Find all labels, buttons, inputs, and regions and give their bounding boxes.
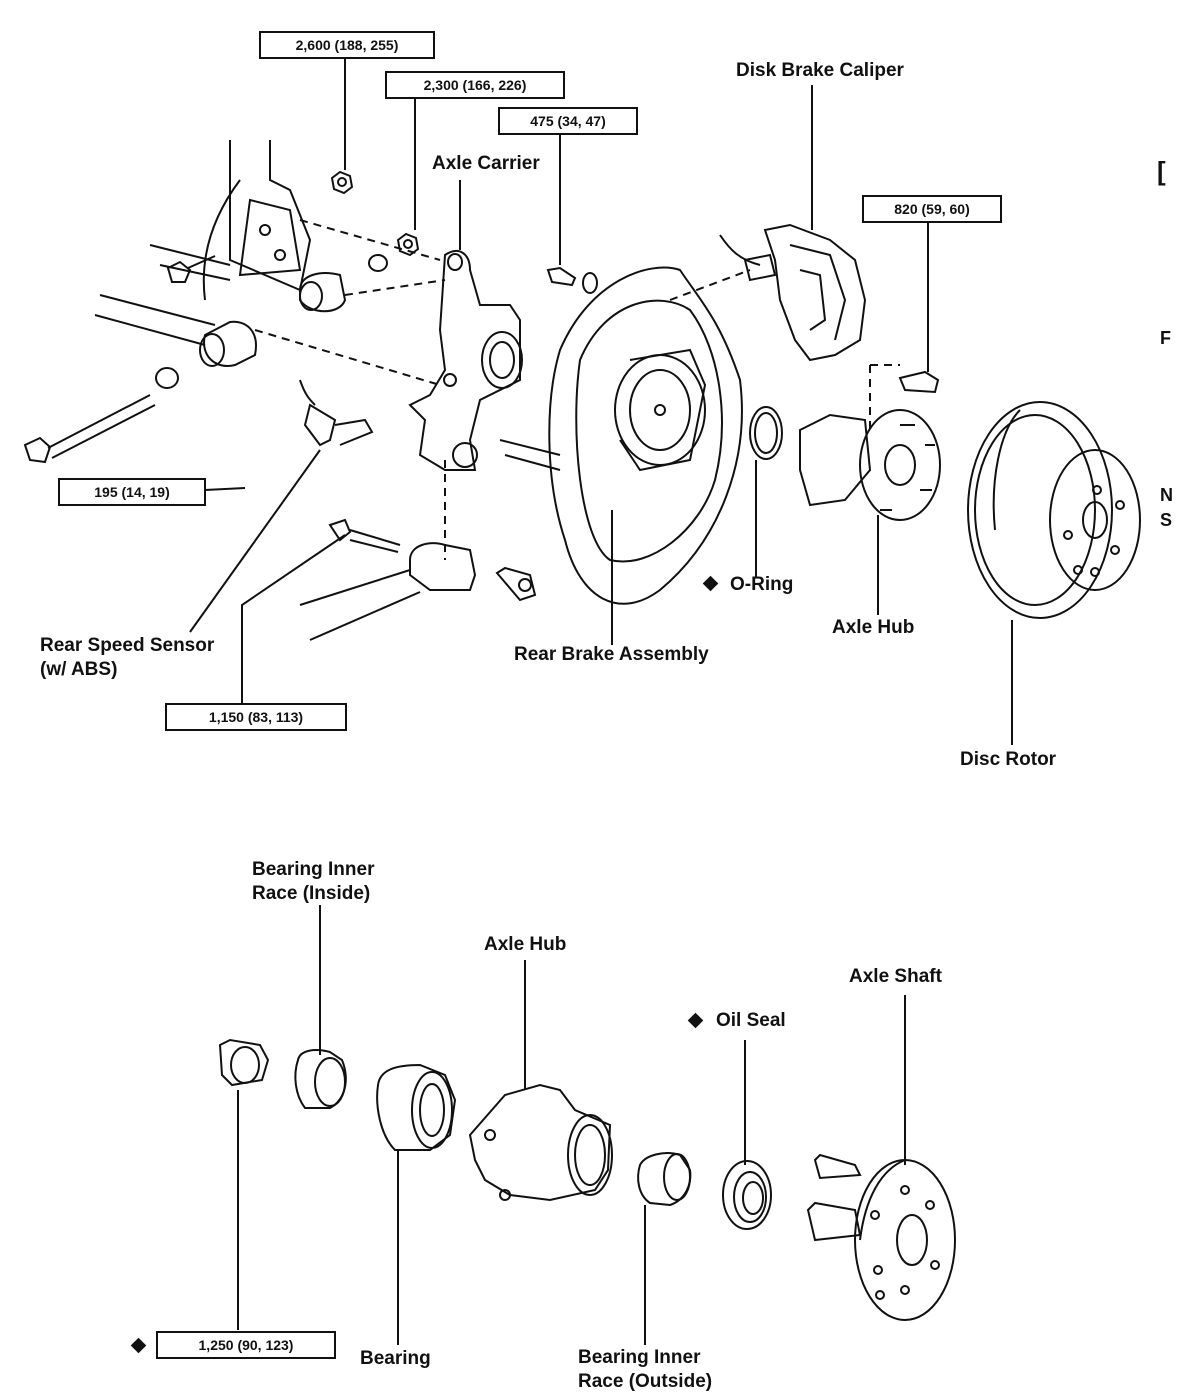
torque-1150: 1,150 (83, 113) [165, 703, 347, 731]
frame-bracket [149, 140, 312, 301]
bolt-475 [546, 266, 598, 294]
label-rear-speed-sensor: Rear Speed Sensor (w/ ABS) [40, 635, 215, 680]
label-o-ring: O-Ring [730, 574, 794, 595]
label-disc-rotor: Disc Rotor [960, 749, 1057, 770]
bearing-inner-race-inside-part [294, 1049, 347, 1109]
label-bearing-inner-race-inside: Bearing Inner Race (Inside) [252, 859, 375, 904]
axle-carrier [408, 250, 523, 471]
o-ring [749, 406, 783, 460]
label-bearing-inner-race-outside: Bearing Inner Race (Outside) [578, 1347, 713, 1392]
torque-2300: 2,300 (166, 226) [385, 71, 565, 99]
bearing-part [376, 1063, 457, 1151]
rear-arm [94, 272, 347, 367]
disk-brake-caliper [719, 223, 867, 362]
torque-475: 475 (34, 47) [498, 107, 638, 135]
label-rear-brake-assembly: Rear Brake Assembly [514, 644, 709, 665]
edge-glyph: N [1160, 485, 1173, 505]
label-axle-hub-upper: Axle Hub [832, 617, 915, 638]
alignment-lines [254, 219, 900, 560]
axle-shaft-part [806, 1153, 956, 1321]
label-axle-carrier: Axle Carrier [432, 153, 540, 174]
oil-seal-part [722, 1160, 772, 1230]
axle-hub-lower-part [468, 1083, 613, 1202]
label-axle-shaft: Axle Shaft [849, 966, 942, 987]
bearing-inner-race-outside-part [637, 1152, 692, 1207]
edge-glyph: S [1160, 510, 1173, 530]
torque-2600: 2,600 (188, 255) [259, 31, 435, 59]
small-bolt-195 [166, 255, 216, 283]
torque-1250: 1,250 (90, 123) [156, 1331, 336, 1359]
rear-brake-assembly [499, 266, 743, 605]
lower-nut [218, 1038, 270, 1087]
label-oil-seal: Oil Seal [716, 1010, 786, 1031]
label-axle-hub-lower: Axle Hub [484, 934, 567, 955]
disc-rotor [967, 401, 1141, 619]
label-disk-brake-caliper: Disk Brake Caliper [736, 60, 904, 81]
speed-sensor [299, 379, 374, 447]
torque-195: 195 (14, 19) [58, 478, 206, 506]
edge-glyph: [ [1157, 156, 1166, 186]
long-bolt [23, 367, 179, 464]
leader-lines-lower [237, 905, 906, 1345]
nut-2600 [330, 170, 354, 195]
edge-glyph: F [1160, 328, 1171, 348]
bolt-820 [898, 370, 940, 394]
axle-hub [799, 409, 941, 521]
torque-820: 820 (59, 60) [862, 195, 1002, 223]
leader-lines-upper [189, 56, 1013, 745]
lower-bracket [299, 518, 537, 641]
label-bearing: Bearing [360, 1348, 431, 1369]
nut-2300 [368, 232, 420, 272]
